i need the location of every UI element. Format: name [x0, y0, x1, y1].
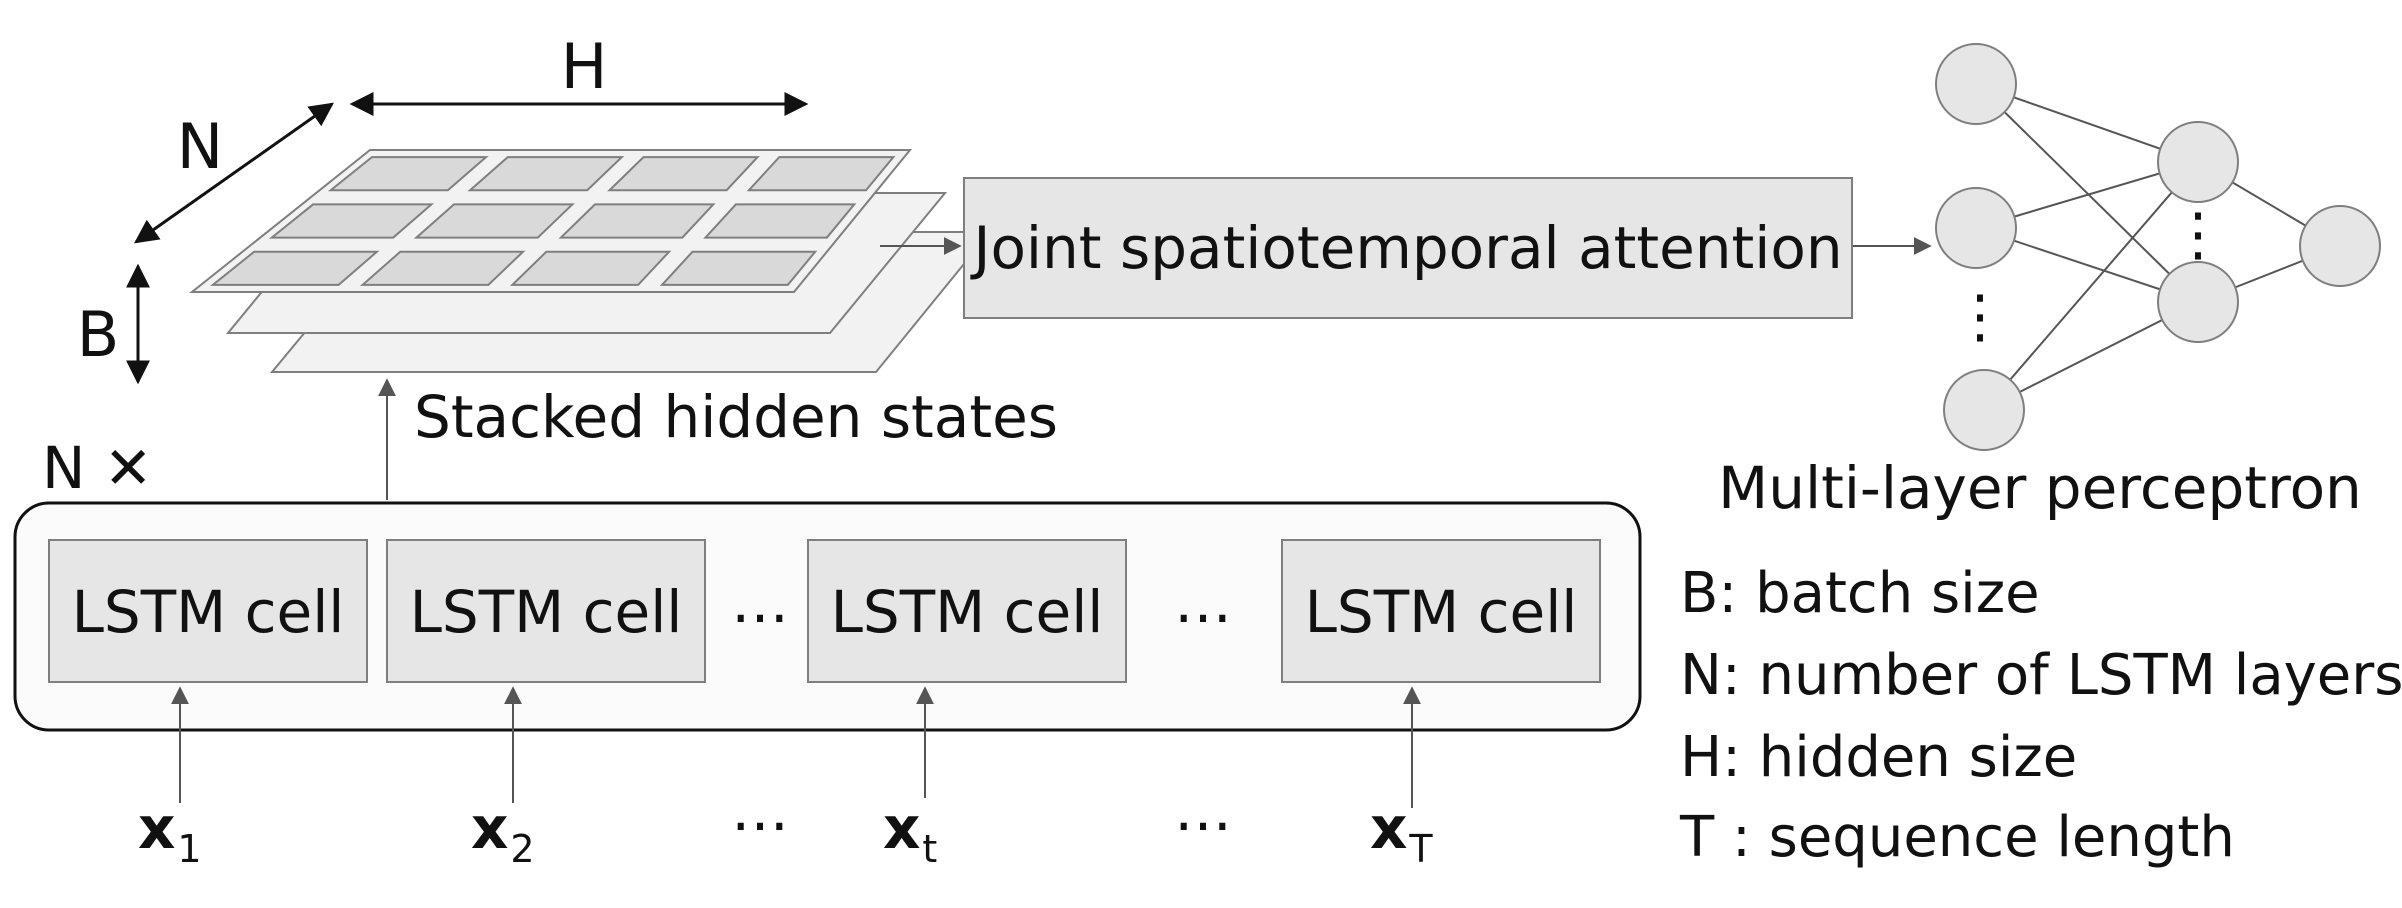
hidden-state-cell: [327, 156, 489, 192]
input-label: x1: [138, 794, 202, 871]
input-label: xT: [1370, 794, 1433, 871]
b-dimension-label: B: [77, 298, 120, 371]
hidden-state-grid: [210, 156, 896, 286]
lstm-cell: LSTM cell: [386, 539, 706, 683]
mlp-edges: [1975, 83, 2341, 411]
legend: B: batch size N: number of LSTM layers H…: [1679, 561, 2402, 870]
hidden-state-cell: [413, 203, 575, 239]
ellipsis-between-cells-1: …: [731, 568, 789, 636]
input-label: x2: [471, 794, 535, 871]
hidden-state-cell: [210, 250, 380, 286]
lstm-layer: LSTM cell LSTM cell LSTM cell LSTM cell … …: [13, 501, 1642, 732]
attention-box: [963, 177, 1853, 319]
legend-item-t: T : sequence length: [1679, 805, 2235, 870]
mlp-hidden-vdots: ⋮: [2169, 200, 2227, 268]
dimension-arrows: H N B: [77, 30, 809, 385]
hidden-state-cell: [607, 156, 760, 192]
legend-item-h: H: hidden size: [1680, 725, 2077, 790]
input-label-base: x: [1370, 794, 1407, 862]
stack-repeat-label: N ✕: [42, 434, 152, 502]
mlp-edge: [1983, 161, 2199, 411]
input-label-base: x: [883, 794, 920, 862]
attention-label: Joint spatiotemporal attention: [970, 214, 1842, 282]
mlp-hidden-node: [2157, 121, 2239, 203]
hidden-state-cell: [558, 203, 716, 239]
n-dimension-arrow: [134, 102, 334, 244]
lstm-cell: LSTM cell: [807, 539, 1127, 683]
lstm-cell: LSTM cell: [1281, 539, 1601, 683]
mlp-input-node: [1935, 187, 2017, 269]
input-label-subscript: 2: [510, 827, 534, 871]
h-dimension-label: H: [561, 30, 608, 103]
legend-item-b: B: batch size: [1680, 561, 2040, 626]
input-label-subscript: T: [1408, 827, 1433, 871]
lstm-cell-label: LSTM cell: [831, 578, 1104, 646]
input-label-base: x: [138, 794, 175, 862]
mlp-input-vdots: ⋮: [1951, 282, 2009, 350]
lstm-cell-box: [386, 539, 706, 683]
ellipsis-between-cells-2: …: [1174, 568, 1232, 636]
mlp-output-node: [2299, 205, 2381, 287]
lstm-cell-box: [807, 539, 1127, 683]
hidden-state-cell: [659, 250, 818, 286]
mlp-label: Multi-layer perceptron: [1718, 454, 2362, 522]
input-label: xt: [883, 794, 937, 871]
input-label-base: x: [471, 794, 508, 862]
mlp-input-node: [1935, 43, 2017, 125]
lstm-cell-label: LSTM cell: [410, 578, 683, 646]
lstm-cell-label: LSTM cell: [72, 578, 345, 646]
mlp-edge: [1975, 83, 2199, 303]
lstm-cell-label: LSTM cell: [1305, 578, 1578, 646]
mlp-hidden-node: [2157, 261, 2239, 343]
attention-block: Joint spatiotemporal attention: [963, 177, 1853, 319]
ellipsis-inputs-2: …: [1174, 776, 1232, 844]
n-dimension-label: N: [177, 110, 223, 183]
lstm-cell-box: [48, 539, 368, 683]
hidden-state-cell: [359, 250, 526, 286]
mlp-input-node: [1943, 369, 2025, 451]
hidden-state-cell: [467, 156, 625, 192]
hidden-state-cell: [746, 156, 896, 192]
hidden-state-cell: [509, 250, 672, 286]
lstm-cell-box: [1281, 539, 1601, 683]
lstm-cells: LSTM cell LSTM cell LSTM cell LSTM cell: [48, 539, 1601, 683]
stacked-hidden-states: [189, 149, 993, 373]
mlp-network: ⋮⋮: [1935, 43, 2381, 451]
legend-item-n: N: number of LSTM layers: [1680, 643, 2402, 708]
ellipsis-inputs-1: …: [731, 776, 789, 844]
lstm-cell: LSTM cell: [48, 539, 368, 683]
hidden-state-cell: [703, 203, 857, 239]
stacked-hidden-states-label: Stacked hidden states: [414, 383, 1058, 451]
input-label-subscript: t: [922, 827, 937, 871]
input-label-subscript: 1: [177, 827, 201, 871]
